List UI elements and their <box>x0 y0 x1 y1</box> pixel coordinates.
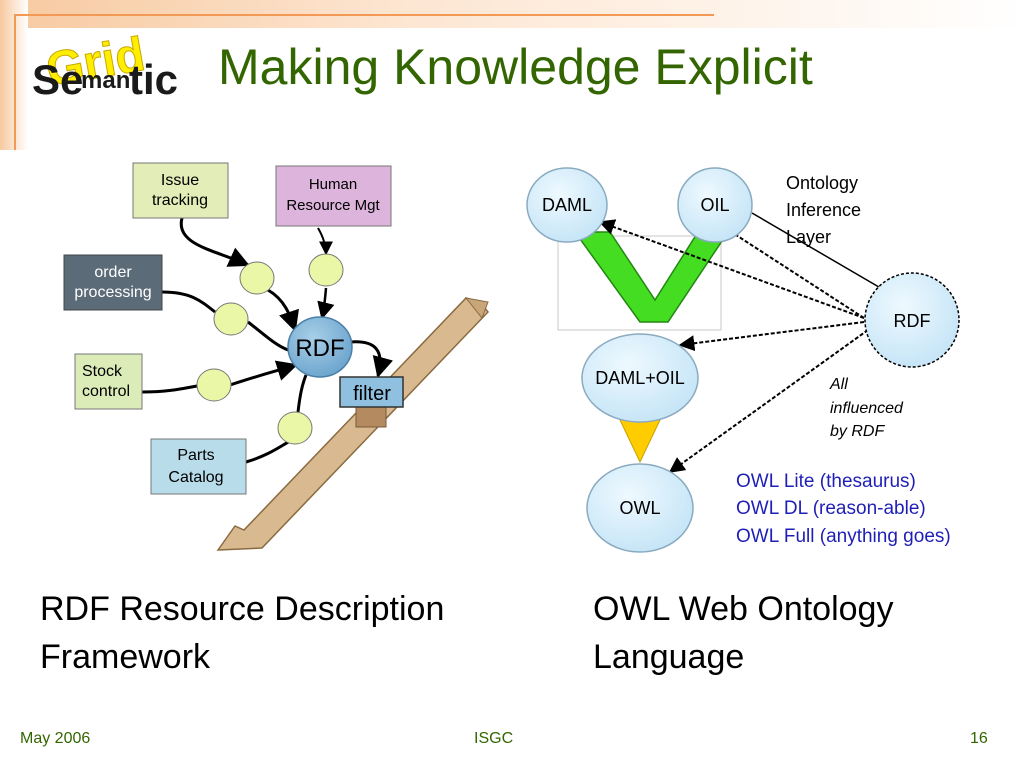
issue-tracking-line1: Issue <box>161 172 199 189</box>
edge-bubble2-hub <box>317 287 335 320</box>
node-human-resource: Human Resource Mgt <box>275 165 392 227</box>
parts-catalog-line2: Catalog <box>168 469 223 486</box>
node-owl: OWL <box>586 463 694 553</box>
owl-variant-full: OWL Full (anything goes) <box>736 526 951 547</box>
bubble-2 <box>308 253 344 287</box>
bubble-1 <box>239 261 275 295</box>
logo-word-right: tic <box>129 56 178 103</box>
owl-variant-dl: OWL DL (reason-able) <box>736 498 926 519</box>
footer-event: ISGC <box>474 730 514 747</box>
stock-control-line2: control <box>82 383 130 400</box>
oil-label: OIL <box>700 195 729 215</box>
node-parts-catalog: Parts Catalog <box>150 438 247 495</box>
caption-owl-line1: OWL Web Ontology <box>593 590 894 628</box>
merge-arrow <box>573 231 730 323</box>
issue-tracking-line2: tracking <box>152 192 208 209</box>
layer-note-line3: Layer <box>786 227 831 247</box>
rdf-hub: RDF <box>287 316 353 378</box>
layer-note-line1: Ontology <box>786 173 858 193</box>
edge-hr-bubble <box>317 227 333 256</box>
filter-box: filter <box>339 376 404 428</box>
frame-line-left <box>14 14 16 150</box>
bubble-4 <box>196 368 232 402</box>
filter-label: filter <box>353 383 391 405</box>
node-issue-tracking: Issue tracking <box>132 162 229 219</box>
daml-oil-label: DAML+OIL <box>595 368 685 388</box>
footer-date: May 2006 <box>20 730 91 747</box>
edge-bubble5-hub <box>296 374 308 413</box>
caption-owl: OWL Web Ontology Language <box>593 585 993 681</box>
stock-control-line1: Stock <box>82 363 123 380</box>
caption-rdf: RDF Resource Description Framework <box>40 585 520 681</box>
rdf-to-owl-line <box>668 329 869 473</box>
bubble-3 <box>213 302 249 336</box>
edge-bubble3-hub <box>247 320 289 352</box>
layer-note-line2: Inference <box>786 200 861 220</box>
node-order-processing: order processing <box>63 254 163 311</box>
edge-bubble4-hub <box>229 360 299 387</box>
slide-title: Making Knowledge Explicit <box>218 39 813 95</box>
human-resource-line2: Resource Mgt <box>286 197 380 214</box>
owl-variant-lite: OWL Lite (thesaurus) <box>736 471 916 492</box>
logo-word-left: Se <box>32 56 83 103</box>
owl-label: OWL <box>619 498 660 518</box>
layer-note: Ontology Inference Layer <box>786 173 861 247</box>
order-processing-line2: processing <box>74 284 151 301</box>
rdf-to-daml-line <box>598 219 865 319</box>
order-processing-line1: order <box>94 264 132 281</box>
frame-line-top <box>14 14 714 16</box>
parts-catalog-line1: Parts <box>177 447 214 464</box>
layer-pointer-line <box>751 212 885 291</box>
evolve-arrow <box>619 419 661 464</box>
bubble-5 <box>277 411 313 445</box>
human-resource-line1: Human <box>309 176 357 193</box>
rdf-to-damloil-line <box>678 321 865 352</box>
daml-label: DAML <box>542 195 592 215</box>
edge-issue-bubble <box>179 217 250 267</box>
edge-hub-filter <box>349 340 394 379</box>
influence-note: All influenced by RDF <box>829 376 904 440</box>
caption-rdf-line2: Framework <box>40 638 211 676</box>
rdf-hub-label: RDF <box>295 335 344 362</box>
owl-variants: OWL Lite (thesaurus) OWL DL (reason-able… <box>736 471 951 547</box>
node-oil: OIL <box>677 167 753 243</box>
influence-note-line3: by RDF <box>830 423 885 440</box>
logo-word-mid: man <box>81 67 130 94</box>
owl-diagram: DAML OIL DAML+OIL OWL RDF Ontology Infer… <box>526 167 960 553</box>
node-rdf: RDF <box>864 272 960 368</box>
node-daml-oil: DAML+OIL <box>581 333 699 423</box>
footer-page-number: 16 <box>970 730 988 747</box>
rdf-owl-label: RDF <box>894 311 931 331</box>
node-stock-control: Stock control <box>74 353 143 410</box>
edge-parts-bubble <box>245 438 293 464</box>
edge-order-bubble <box>161 290 216 314</box>
filter-pipe-arrow <box>216 297 489 551</box>
caption-rdf-line1: RDF Resource Description <box>40 590 445 628</box>
semantic-grid-logo: Grid Se man tic <box>32 27 178 103</box>
caption-owl-line2: Language <box>593 638 745 676</box>
node-daml: DAML <box>526 167 608 243</box>
edge-bubble1-hub <box>267 288 299 332</box>
edge-stock-bubble <box>141 384 198 394</box>
rdf-diagram: Issue tracking Human Resource Mgt order … <box>63 162 489 551</box>
influence-note-line1: All <box>829 376 848 393</box>
filter-pipe-tip <box>464 297 489 319</box>
influence-note-line2: influenced <box>830 400 904 417</box>
layer-box <box>557 235 722 331</box>
rdf-to-oil-line <box>714 221 865 319</box>
